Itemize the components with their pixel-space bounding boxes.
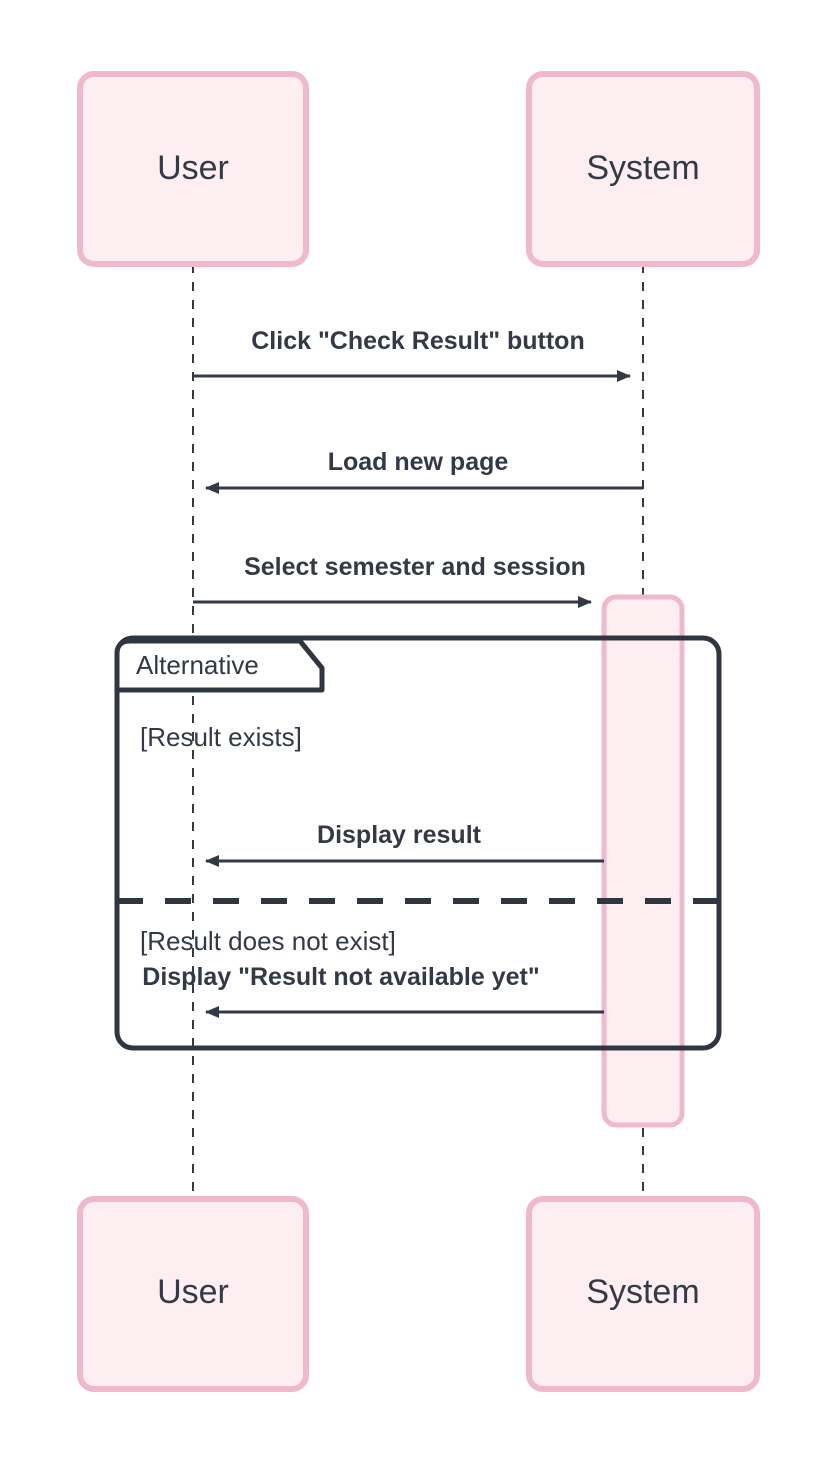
message-label-1: Click "Check Result" button <box>251 327 584 355</box>
message-label-5: Display "Result not available yet" <box>142 963 539 991</box>
actor-box-shape <box>526 71 760 267</box>
message-label-3: Select semester and session <box>244 553 586 581</box>
message-3: Select semester and session <box>193 553 592 608</box>
message-4: Display result <box>205 821 604 867</box>
message-label-2: Load new page <box>328 448 509 476</box>
actor-label-system-bottom: System <box>586 1273 699 1311</box>
message-5: Display "Result not available yet" <box>142 963 604 1018</box>
actor-box-system-top[interactable]: System <box>526 71 760 267</box>
message-1: Click "Check Result" button <box>193 327 631 382</box>
actor-box-user-top[interactable]: User <box>77 71 309 267</box>
actor-label-system-top: System <box>586 149 699 187</box>
actor-box-user-bottom[interactable]: User <box>77 1196 309 1392</box>
actor-box-shape <box>77 71 309 267</box>
alt-fragment-border <box>114 635 722 1051</box>
message-2: Load new page <box>205 448 643 494</box>
message-label-4: Display result <box>317 821 482 849</box>
alt-fragment-title-label: Alternative <box>136 650 259 680</box>
alt-fragment: Alternative [Result exists] [Result does… <box>114 635 722 1051</box>
actor-box-shape <box>526 1196 760 1392</box>
alt-fragment-title-tab <box>114 638 325 693</box>
actor-label-user-top: User <box>157 149 229 187</box>
alt-guard-label-2: [Result does not exist] <box>140 926 396 956</box>
alt-guard-label-1: [Result exists] <box>140 722 302 752</box>
actor-box-shape <box>77 1196 309 1392</box>
actor-box-system-bottom[interactable]: System <box>526 1196 760 1392</box>
actor-label-user-bottom: User <box>157 1273 229 1311</box>
